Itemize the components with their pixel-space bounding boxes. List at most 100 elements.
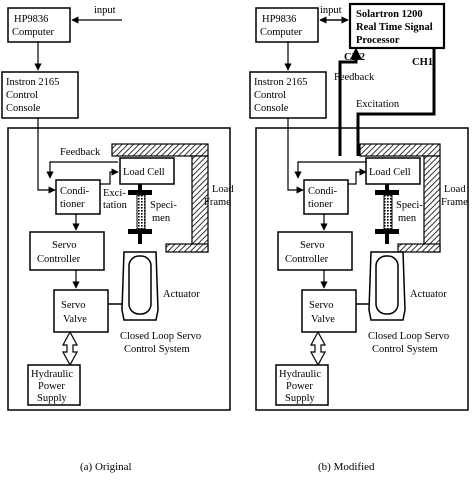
svg-text:Frame: Frame <box>441 197 468 208</box>
svg-text:Supply: Supply <box>37 393 68 404</box>
load-cell-box: Load Cell <box>119 157 175 185</box>
load-frame-label: Load <box>444 184 466 195</box>
svg-text:Servo: Servo <box>52 240 77 251</box>
system-label: Closed Loop Servo <box>368 331 449 342</box>
upper-grip <box>375 190 399 195</box>
specimen <box>383 194 393 230</box>
specimen <box>136 194 146 230</box>
lower-grip <box>375 229 399 234</box>
load-frame <box>359 143 441 253</box>
hydraulic-double-arrow <box>309 330 327 367</box>
ch1-label: CH1 <box>412 57 433 68</box>
svg-text:tioner: tioner <box>60 199 85 210</box>
upper-rod <box>138 184 142 190</box>
ch1-line <box>356 48 436 156</box>
svg-text:Control: Control <box>254 90 286 101</box>
specimen-label: Speci- <box>150 200 177 211</box>
svg-text:Supply: Supply <box>285 393 316 404</box>
svg-text:Servo: Servo <box>300 240 325 251</box>
system-label: Closed Loop Servo <box>120 331 201 342</box>
svg-text:Processor: Processor <box>356 35 400 46</box>
svg-text:HP9836: HP9836 <box>14 14 48 25</box>
svg-text:Valve: Valve <box>63 314 87 325</box>
svg-text:Console: Console <box>6 103 41 114</box>
svg-text:Servo: Servo <box>61 300 86 311</box>
hydraulic-power-supply-box: Hydraulic Power Supply <box>27 364 81 406</box>
load-frame <box>111 143 209 253</box>
svg-text:Computer: Computer <box>260 27 302 38</box>
lower-rod <box>385 234 389 244</box>
svg-text:HP9836: HP9836 <box>262 14 296 25</box>
computer-box: HP9836 Computer <box>255 7 319 43</box>
load-cell-box: Load Cell <box>365 157 421 185</box>
svg-text:Load Cell: Load Cell <box>123 167 165 178</box>
upper-grip <box>128 190 152 195</box>
caption-original: (a) Original <box>80 461 132 473</box>
actuator-label: Actuator <box>163 289 200 300</box>
svg-text:Control System: Control System <box>124 344 190 355</box>
actuator <box>368 251 406 321</box>
servo-controller-box: Servo Controller <box>29 231 105 271</box>
lower-rod <box>138 234 142 244</box>
feedback-label: Feedback <box>334 72 375 83</box>
closed-loop-system-frame <box>7 127 231 411</box>
diagram-original: HP9836 Computer input Instron 2165 Contr… <box>1 5 234 411</box>
computer-box: HP9836 Computer <box>7 7 71 43</box>
diagram-modified: HP9836 Computer input Solartron 1200 Rea… <box>249 2 469 411</box>
conditioner-box: Condi- tioner <box>55 179 101 215</box>
console-to-conditioner-line <box>37 118 56 194</box>
svg-text:Frame: Frame <box>204 197 231 208</box>
ch2-line <box>338 47 362 156</box>
svg-text:Servo: Servo <box>309 300 334 311</box>
svg-text:Power: Power <box>38 381 65 392</box>
svg-text:Hydraulic: Hydraulic <box>279 369 321 380</box>
svg-text:men: men <box>398 213 417 224</box>
excitation-line <box>100 168 119 185</box>
feedback-label: Feedback <box>60 147 101 158</box>
svg-text:Console: Console <box>254 103 289 114</box>
upper-rod <box>385 184 389 190</box>
servo-valve-box: Servo Valve <box>53 289 109 333</box>
input-label: input <box>94 5 116 16</box>
svg-text:men: men <box>152 213 171 224</box>
lower-grip <box>128 229 152 234</box>
svg-text:tioner: tioner <box>308 199 333 210</box>
svg-text:Load Cell: Load Cell <box>369 167 411 178</box>
excitation-label: Excitation <box>356 99 400 110</box>
actuator-label: Actuator <box>410 289 447 300</box>
svg-text:Valve: Valve <box>311 314 335 325</box>
svg-text:Real Time Signal: Real Time Signal <box>356 22 433 33</box>
specimen-label: Speci- <box>396 200 423 211</box>
hydraulic-power-supply-box: Hydraulic Power Supply <box>275 364 329 406</box>
svg-text:Control System: Control System <box>372 344 438 355</box>
console-box: Instron 2165 Control Console <box>1 71 79 119</box>
actuator <box>121 251 159 321</box>
closed-loop-system-frame <box>255 127 469 411</box>
svg-text:tation: tation <box>103 200 128 211</box>
excitation-label: Exci- <box>103 188 126 199</box>
input-label: input <box>320 5 342 16</box>
svg-text:Computer: Computer <box>12 27 54 38</box>
feedback-line <box>46 161 118 179</box>
servo-controller-box: Servo Controller <box>277 231 353 271</box>
svg-text:Instron 2165: Instron 2165 <box>254 77 307 88</box>
console-box: Instron 2165 Control Console <box>249 71 327 119</box>
svg-text:Condi-: Condi- <box>60 186 90 197</box>
caption-modified: (b) Modified <box>318 461 375 473</box>
servo-valve-box: Servo Valve <box>301 289 357 333</box>
feedback-line <box>294 161 366 179</box>
svg-text:Controller: Controller <box>37 254 81 265</box>
load-frame-label: Load <box>212 184 234 195</box>
excitation-line <box>348 168 367 185</box>
hydraulic-double-arrow <box>61 330 79 367</box>
console-to-conditioner-line <box>287 118 304 194</box>
ch2-label: CH2 <box>344 52 365 63</box>
svg-text:Solartron 1200: Solartron 1200 <box>356 9 423 20</box>
svg-text:Controller: Controller <box>285 254 329 265</box>
svg-text:Condi-: Condi- <box>308 186 338 197</box>
svg-text:Control: Control <box>6 90 38 101</box>
svg-text:Hydraulic: Hydraulic <box>31 369 73 380</box>
svg-text:Power: Power <box>286 381 313 392</box>
